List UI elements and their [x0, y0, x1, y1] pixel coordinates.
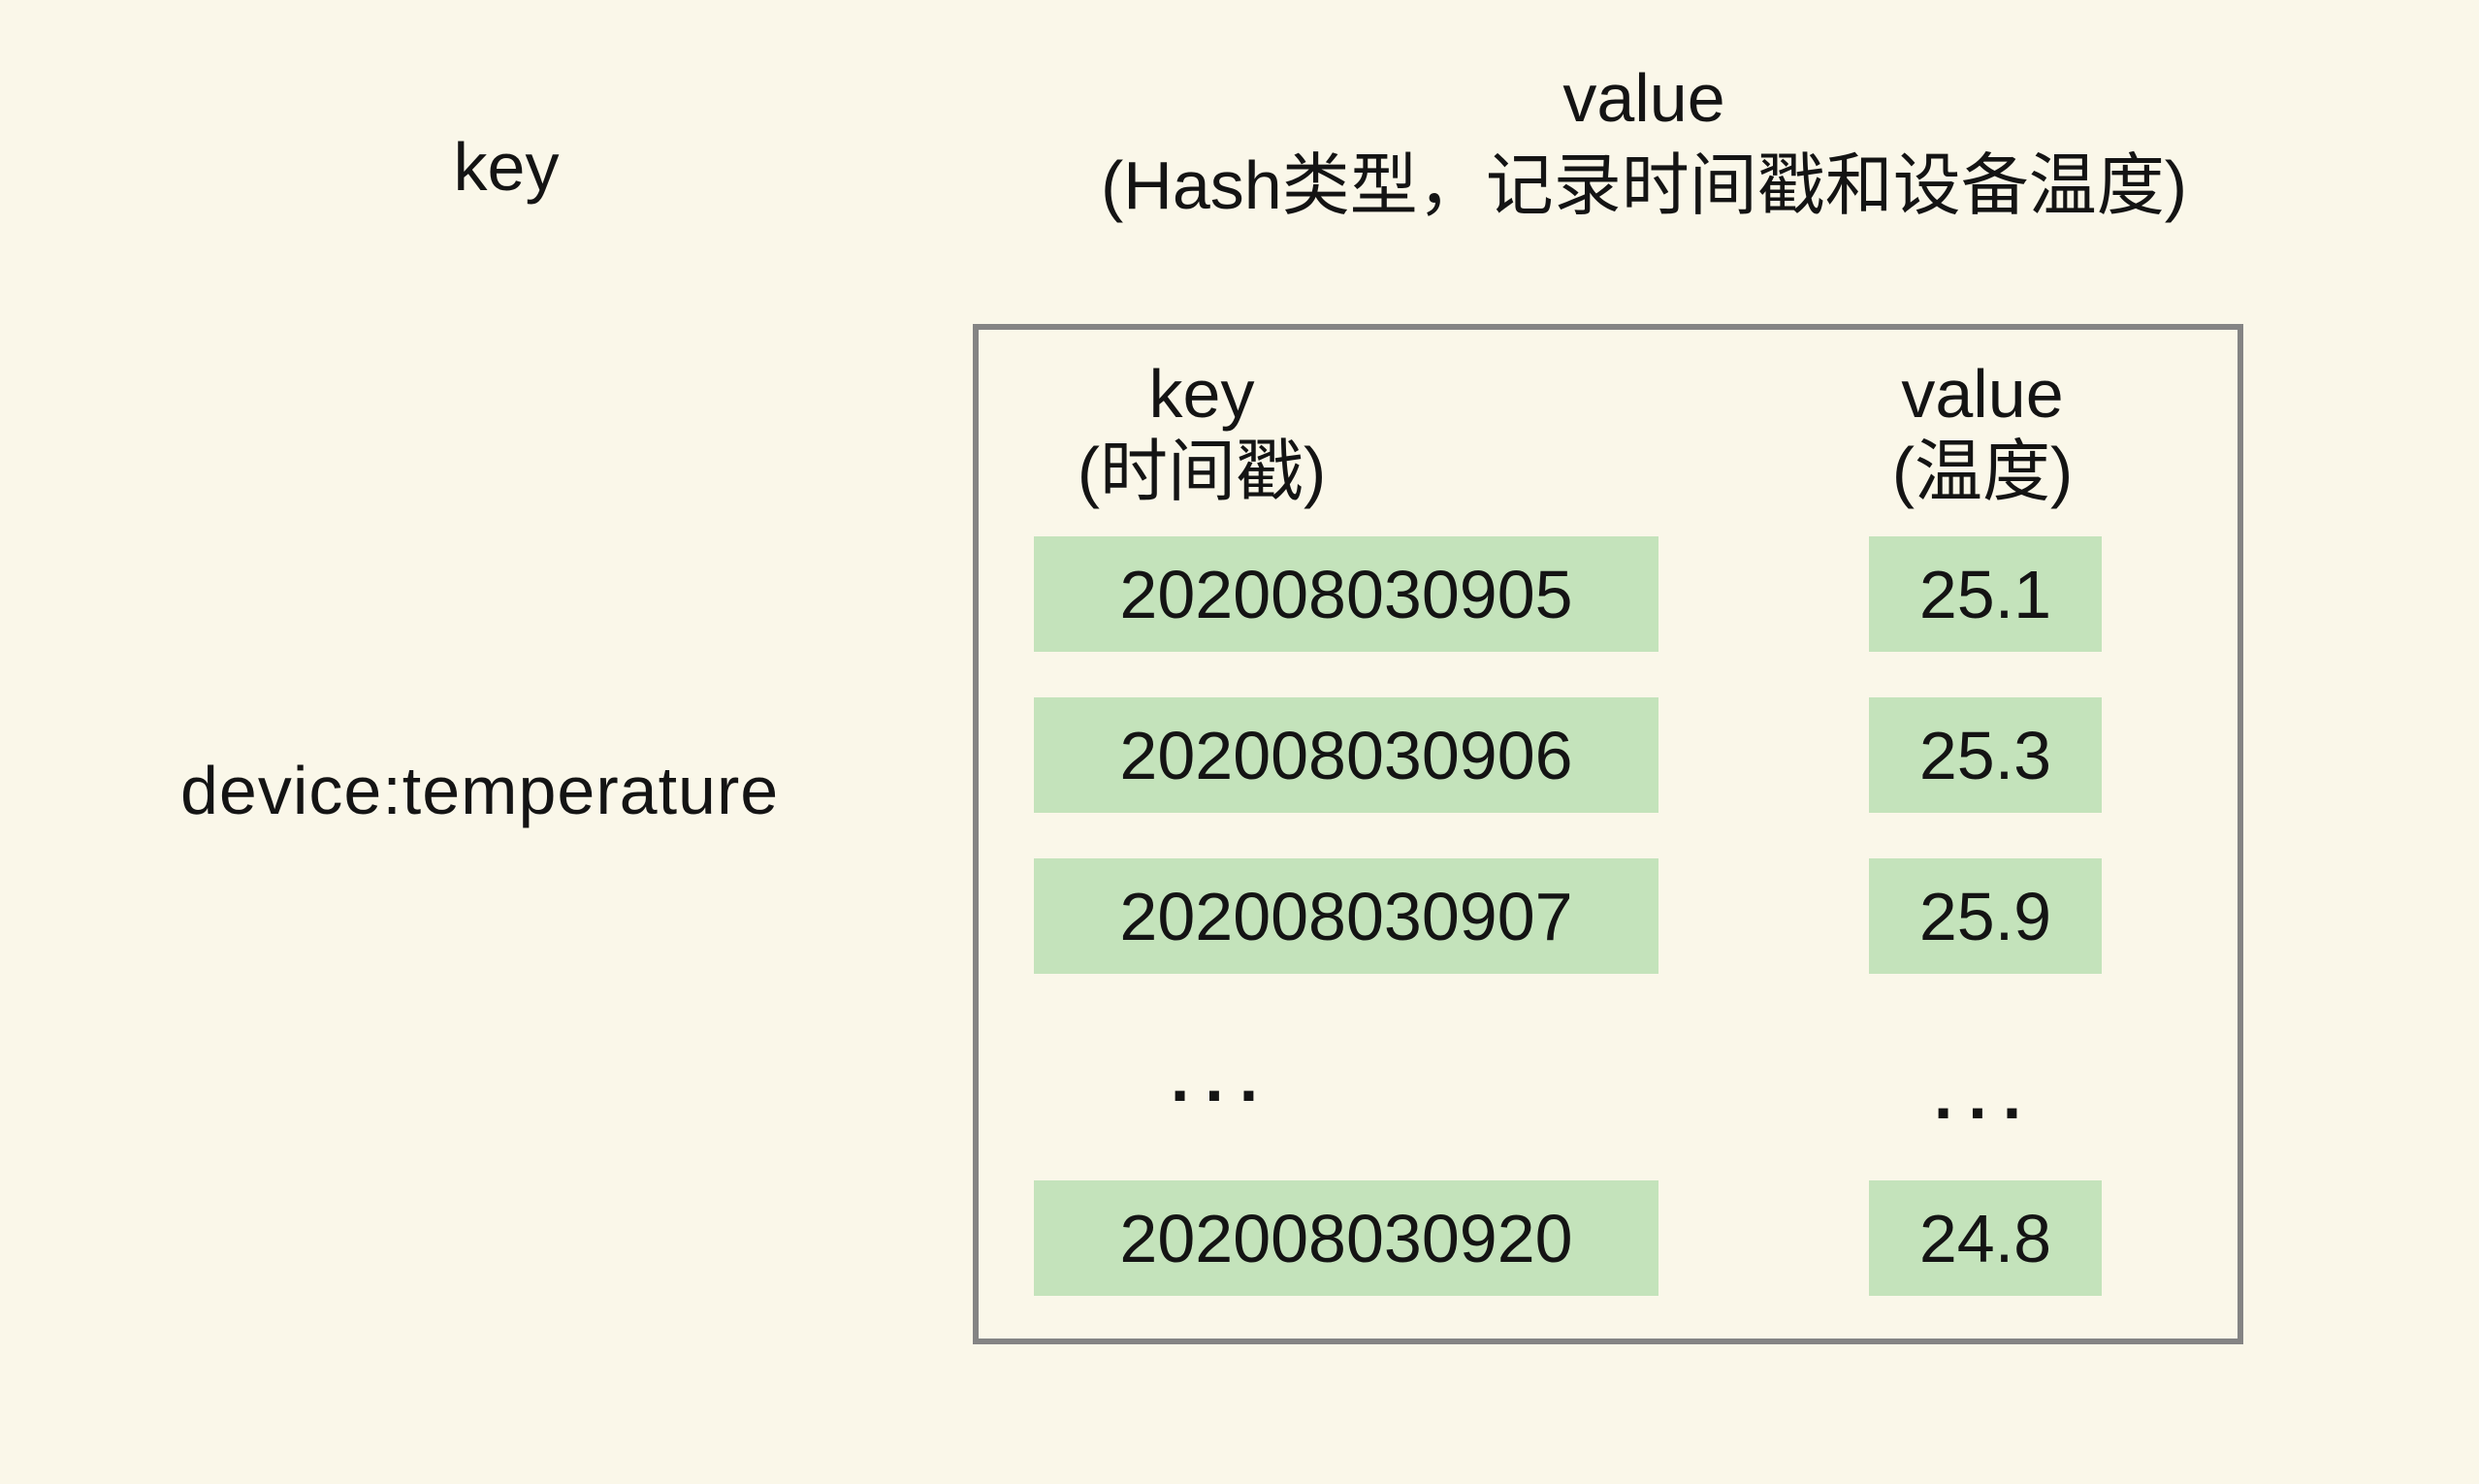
field-column-header-line2: (时间戳)	[1077, 434, 1327, 509]
field-cell: 202008030906	[1034, 697, 1658, 813]
field-cell: 202008030907	[1034, 858, 1658, 974]
field-cell: 202008030920	[1034, 1180, 1658, 1296]
field-column-header-line1: key	[1148, 356, 1255, 432]
value-cell: 25.3	[1869, 697, 2102, 813]
field-cell: 202008030905	[1034, 536, 1658, 652]
value-cell: 25.9	[1869, 858, 2102, 974]
hash-entry-row: 202008030907 25.9	[979, 858, 2238, 974]
value-column-header: value (温度)	[1779, 355, 2186, 510]
hash-entry-row: 202008030906 25.3	[979, 697, 2238, 813]
value-ellipsis: ...	[1933, 1056, 2038, 1133]
value-heading-line2: (Hash类型，记录时间戳和设备温度)	[1100, 147, 2188, 223]
value-heading: value (Hash类型，记录时间戳和设备温度)	[970, 54, 2318, 229]
field-column-header: key (时间戳)	[998, 355, 1405, 510]
hash-entry-row: 202008030905 25.1	[979, 536, 2238, 652]
redis-key-label: device:temperature	[180, 753, 780, 828]
hash-entry-ellipsis-row: ......	[979, 1019, 2238, 1135]
value-heading-line1: value	[1562, 60, 1725, 136]
key-heading-label: key	[453, 129, 560, 205]
value-column-header-line1: value	[1901, 356, 2064, 432]
hash-entry-row: 202008030920 24.8	[979, 1180, 2238, 1296]
value-column-header-line2: (温度)	[1891, 434, 2074, 509]
value-cell: 24.8	[1869, 1180, 2102, 1296]
value-cell: 25.1	[1869, 536, 2102, 652]
field-ellipsis: ...	[1170, 1039, 1274, 1115]
